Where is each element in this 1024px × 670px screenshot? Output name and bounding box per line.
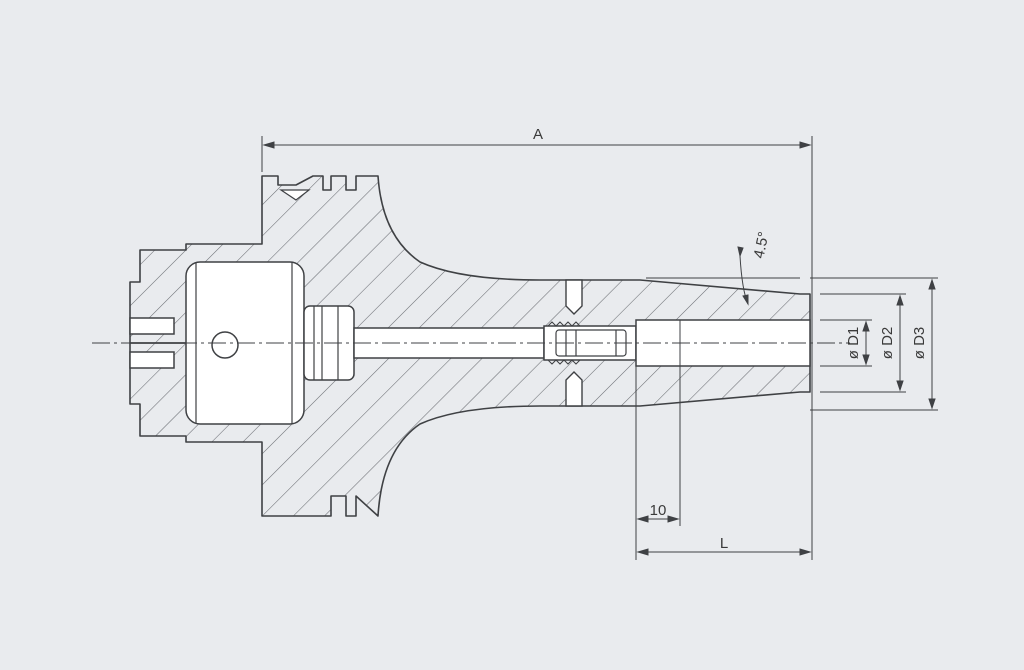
lower-drive-slot [129,351,175,369]
drive-slots [129,317,175,369]
dim-label-d1: ø D1 [845,327,862,360]
dim-label-l: L [720,535,728,552]
lower-set-screw [565,371,583,407]
dim-label-offset: 10 [650,502,667,519]
set-screw-holes [565,279,583,407]
cross-hole [211,331,239,359]
dim-label-angle: 4.5° [750,230,772,260]
dimension-lines [261,136,938,560]
thread-marks [547,321,581,365]
flange-key [279,189,311,201]
dim-label-d3: ø D3 [911,327,928,360]
upper-set-screw [565,279,583,315]
dim-label-a: A [533,126,543,143]
upper-drive-slot [129,317,175,335]
dim-label-d2: ø D2 [879,327,896,360]
